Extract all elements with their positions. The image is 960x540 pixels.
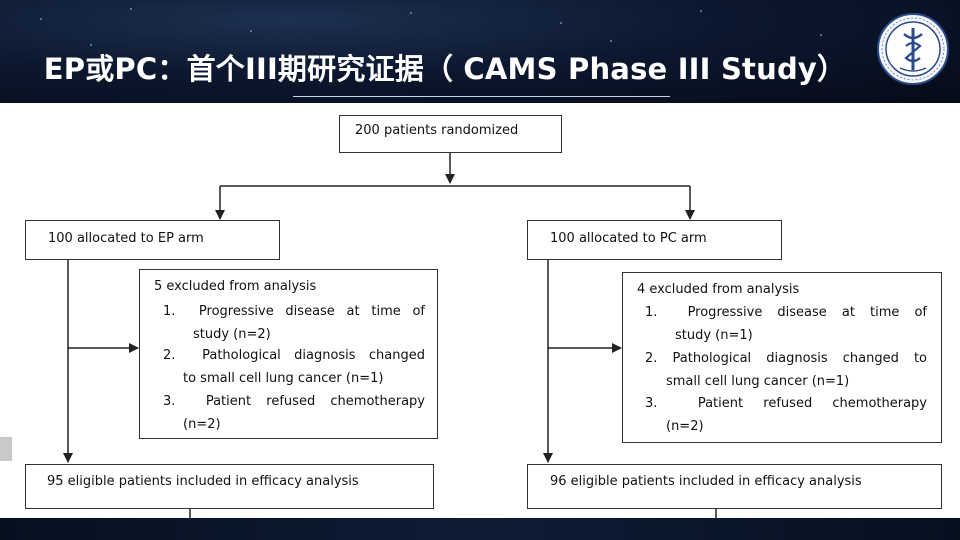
pc-eligible-box: 96 eligible patients included in efficac… xyxy=(527,464,942,509)
pc-exclusion-line2: small cell lung cancer (n=1) xyxy=(666,374,850,389)
slide-footer xyxy=(0,518,960,540)
ep-eligible-label: 95 eligible patients included in efficac… xyxy=(47,474,359,489)
side-tab xyxy=(0,437,12,461)
ep-excluded-heading: 5 excluded from analysis xyxy=(154,279,317,294)
root-label: 200 patients randomized xyxy=(355,123,519,138)
pc-exclusion-line1: Pathological diagnosis changed to xyxy=(672,351,928,366)
ep-exclusion-line2: study (n=2) xyxy=(193,327,271,342)
ep-exclusion-line1: Progressive disease at time of xyxy=(198,304,426,319)
ep-exclusion-line2: to small cell lung cancer (n=1) xyxy=(183,371,384,386)
pc-exclusion-item: 2. Pathological diagnosis changed to sma… xyxy=(645,347,927,393)
pc-allocated-box: 100 allocated to PC arm xyxy=(527,220,782,260)
ep-eligible-box: 95 eligible patients included in efficac… xyxy=(25,464,434,509)
ep-exclusion-item: 1. Progressive disease at time of study … xyxy=(163,300,425,346)
pc-exclusion-line2: study (n=1) xyxy=(675,328,753,343)
ep-allocated-label: 100 allocated to EP arm xyxy=(48,231,204,246)
ep-exclusion-item: 3. Patient refused chemotherapy (n=2) xyxy=(163,390,425,436)
pc-excluded-box: 4 excluded from analysis 1. Progressive … xyxy=(622,272,942,443)
pc-excluded-heading: 4 excluded from analysis xyxy=(637,282,800,297)
ep-exclusion-item: 2. Pathological diagnosis changed to sma… xyxy=(163,344,425,390)
pc-exclusion-num: 1. xyxy=(645,305,658,320)
root-box: 200 patients randomized xyxy=(339,115,562,153)
pc-exclusion-line1: Progressive disease at time of xyxy=(687,305,927,320)
ep-exclusion-line1: Patient refused chemotherapy xyxy=(205,394,425,409)
pc-eligible-label: 96 eligible patients included in efficac… xyxy=(550,474,862,489)
pc-exclusion-line2: (n=2) xyxy=(666,419,704,434)
title-underline xyxy=(293,96,670,97)
pc-exclusion-num: 3. xyxy=(645,396,658,411)
ep-excluded-box: 5 excluded from analysis 1. Progressive … xyxy=(139,269,438,439)
pc-exclusion-num: 2. xyxy=(645,351,658,366)
ep-exclusion-line2: (n=2) xyxy=(183,417,221,432)
ep-exclusion-num: 1. xyxy=(163,304,176,319)
slide-header xyxy=(0,0,960,103)
ep-exclusion-line1: Pathological diagnosis changed xyxy=(202,348,425,363)
pc-exclusion-line1: Patient refused chemotherapy xyxy=(697,396,927,411)
ep-allocated-box: 100 allocated to EP arm xyxy=(25,220,280,260)
slide-title: EP或PC：首个III期研究证据（ CAMS Phase III Study） xyxy=(43,52,847,86)
pc-exclusion-item: 1. Progressive disease at time of study … xyxy=(645,301,927,347)
pc-allocated-label: 100 allocated to PC arm xyxy=(550,231,707,246)
pc-exclusion-item: 3. Patient refused chemotherapy (n=2) xyxy=(645,392,927,438)
institution-seal-icon xyxy=(877,13,949,85)
ep-exclusion-num: 3. xyxy=(163,394,176,409)
ep-exclusion-num: 2. xyxy=(163,348,176,363)
